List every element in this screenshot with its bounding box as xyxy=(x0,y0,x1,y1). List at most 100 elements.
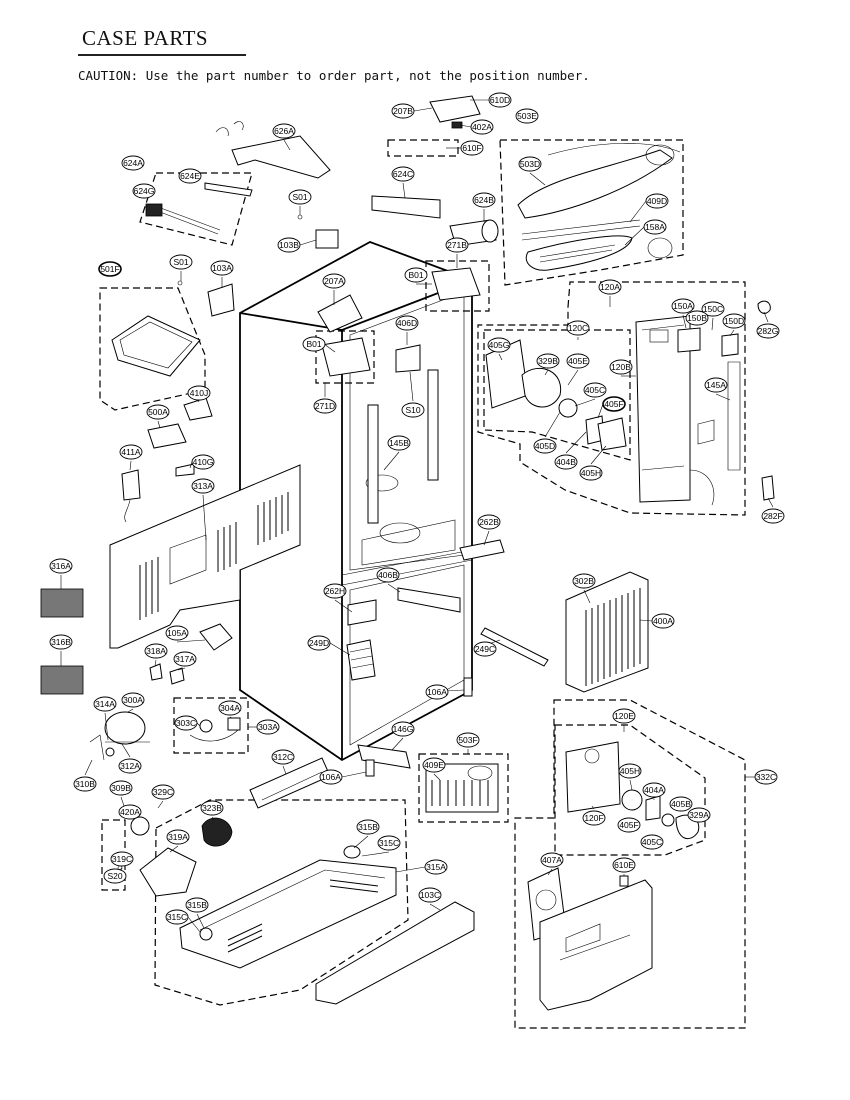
part-405B xyxy=(661,813,675,827)
callout-610f: 610F xyxy=(460,140,484,156)
part-501F-shelf xyxy=(111,315,201,377)
callout-s01: S01 xyxy=(169,254,193,270)
callout-262h: 262H xyxy=(323,583,347,599)
callout-label: 309B xyxy=(111,783,131,793)
callout-label: 317A xyxy=(175,654,195,664)
callout-406d: 406D xyxy=(395,315,419,331)
group-outline-624A xyxy=(139,172,253,246)
part-316A-swatch xyxy=(40,588,84,618)
callout-207b: 207B xyxy=(391,103,415,119)
callout-label: 106A xyxy=(427,687,447,697)
group-outline-319 xyxy=(101,819,126,891)
callout-624b: 624B xyxy=(472,192,496,208)
part-317A xyxy=(169,667,185,685)
callout-label: 503F xyxy=(458,735,477,745)
callout-610e: 610E xyxy=(612,857,636,873)
callout-610d: 610D xyxy=(488,92,512,108)
lower-left-parts xyxy=(89,623,331,897)
callout-label: 146G xyxy=(393,724,414,734)
part-rear-cover-lower xyxy=(539,879,653,1011)
callout-406b: 406B xyxy=(376,567,400,583)
callout-label: 120A xyxy=(600,282,620,292)
callout-315b: 315B xyxy=(356,819,380,835)
callout-300a: 300A xyxy=(121,692,145,708)
part-626A xyxy=(231,135,331,179)
callout-b01: B01 xyxy=(404,267,428,283)
callout-106a: 106A xyxy=(319,769,343,785)
callout-120c: 120C xyxy=(566,320,590,336)
callout-407a: 407A xyxy=(540,852,564,868)
callout-624a: 624A xyxy=(121,155,145,171)
callout-labels: 207B610D402A503E610F626A624A624E624G503D… xyxy=(49,92,785,925)
callout-315c: 315C xyxy=(377,835,401,851)
callout-label: S20 xyxy=(107,871,122,881)
callout-409d: 409D xyxy=(645,193,669,209)
rail-145B-right xyxy=(427,369,439,481)
callout-249d: 249D xyxy=(307,635,331,651)
part-158A xyxy=(525,235,633,271)
callout-312c: 312C xyxy=(271,749,295,765)
callout-label: 503D xyxy=(520,159,540,169)
part-410J xyxy=(183,397,213,421)
callout-420a: 420A xyxy=(118,804,142,820)
callout-label: 503E xyxy=(517,111,537,121)
part-310B xyxy=(89,734,105,761)
callout-label: 626A xyxy=(274,126,294,136)
callout-label: 420A xyxy=(120,807,140,817)
part-103A xyxy=(207,283,235,317)
callout-405f: 405F xyxy=(617,817,641,833)
callout-label: S01 xyxy=(292,192,307,202)
callout-label: 405F xyxy=(604,399,623,409)
callout-309b: 309B xyxy=(109,780,133,796)
callout-label: 106A xyxy=(321,772,341,782)
part-610E xyxy=(619,875,629,887)
callout-label: S01 xyxy=(173,257,188,267)
part-319A xyxy=(139,847,197,897)
callout-label: 303C xyxy=(176,718,196,728)
callout-label: 120E xyxy=(614,711,634,721)
rail-145B-left xyxy=(367,404,379,524)
callout-label: 145B xyxy=(389,438,409,448)
callout-label: 310B xyxy=(75,779,95,789)
part-323B xyxy=(201,817,233,847)
callout-label: 406D xyxy=(397,318,417,328)
callout-label: 150D xyxy=(724,316,744,326)
callout-500a: 500A xyxy=(146,404,170,420)
callout-label: 105A xyxy=(167,628,187,638)
callout-label: 610F xyxy=(462,143,481,153)
callout-120e: 120E xyxy=(612,708,636,724)
callout-label: 150A xyxy=(673,301,693,311)
callout-label: 624B xyxy=(474,195,494,205)
part-503D xyxy=(517,149,673,219)
callout-501f: 501F xyxy=(98,261,122,277)
callout-105a: 105A xyxy=(165,625,189,641)
callout-label: 405C xyxy=(585,385,605,395)
part-103C xyxy=(315,901,475,1005)
callout-label: 501F xyxy=(100,264,119,274)
callout-label: 405H xyxy=(620,766,640,776)
callout-316b: 316B xyxy=(49,634,73,650)
callout-label: 120C xyxy=(568,323,588,333)
callout-323b: 323B xyxy=(200,800,224,816)
callout-318a: 318A xyxy=(144,643,168,659)
callout-label: 410J xyxy=(190,388,208,398)
part-282F xyxy=(761,475,775,501)
group-outline-303A xyxy=(173,697,249,754)
part-420A xyxy=(130,816,150,836)
callout-label: 304A xyxy=(220,703,240,713)
callout-150a: 150A xyxy=(671,298,695,314)
callout-label: 150C xyxy=(703,304,723,314)
group-outline-271D xyxy=(315,330,375,384)
callout-405b: 405B xyxy=(669,796,693,812)
callout-label: 405F xyxy=(619,820,638,830)
callout-label: 314A xyxy=(95,699,115,709)
callout-271d: 271D xyxy=(313,398,337,414)
callout-label: 271B xyxy=(447,240,467,250)
callout-405c: 405C xyxy=(640,834,664,850)
page-title: CASE PARTS xyxy=(82,26,209,50)
callout-405c: 405C xyxy=(583,382,607,398)
callout-label: 318A xyxy=(146,646,166,656)
callout-label: 315A xyxy=(426,862,446,872)
callout-label: 120B xyxy=(611,362,631,372)
callout-label: B01 xyxy=(306,339,321,349)
